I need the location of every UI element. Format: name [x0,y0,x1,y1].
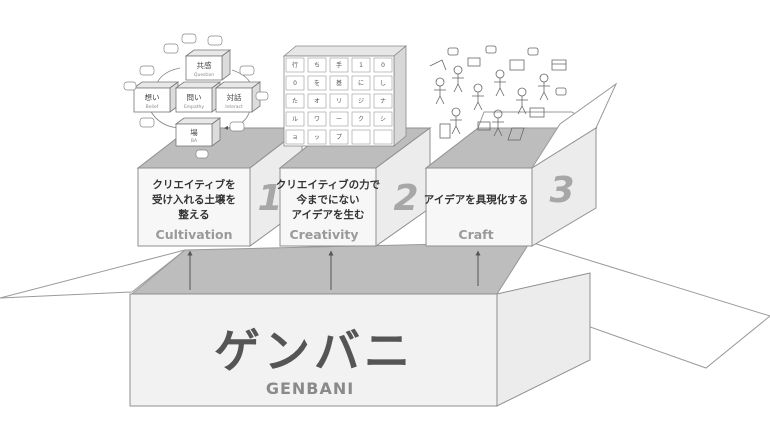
box-1-label: Cultivation [156,227,233,242]
grid-cells: 行 ち 手 1 0 0 を 基 に した オ リ ジ ナル ワ ー ク ショ ッ プ [285,57,393,145]
cycle-node-top [184,49,232,81]
box-1-line-1: クリエイティブを [152,178,235,191]
main-box-front [129,293,498,407]
grid-cell [285,129,305,145]
main-box-subtitle: GENBANI [266,379,354,398]
box-1-line-2: 受け入れる土壌を [152,193,236,206]
grid-cell [373,111,393,127]
grid-cell [373,93,393,109]
box-2-label: Creativity [289,227,358,242]
grid-cell-char: 0 [381,62,385,69]
grid-cell-char: に [358,80,364,87]
cycle-node-5-sub: BA [191,138,198,144]
grid-cell-char: 0 [293,80,297,87]
main-box: ゲンバニ GENBANI [0,241,770,407]
character-grid-cube: 行 ち 手 1 0 0 を 基 に した オ リ ジ ナル ワ ー ク ショ ッ プ [282,45,408,147]
box-2-line-1: クリエイティブの力で [276,178,381,191]
box-1-line-3: 整える [177,208,209,221]
grid-cell [373,75,393,91]
people-sketch-icon [429,45,567,141]
grid-cell [329,57,349,73]
cycle-node-1-main: 共感 [197,60,212,70]
grid-cell [307,93,327,109]
grid-cell [307,75,327,91]
grid-cell-char: 基 [336,79,342,87]
grid-cube-top [282,45,408,57]
grid-cell [285,57,305,73]
grid-cell [373,129,393,145]
grid-cell [351,93,371,109]
grid-cube-side [393,45,407,147]
cycle-node-2-main: 想い [145,92,160,102]
grid-cell [307,57,327,73]
box-1-front [137,167,251,247]
grid-cell [351,75,371,91]
cycle-node-bottom [174,117,222,147]
grid-cell [285,75,305,91]
speech-bubble-icon [123,33,269,159]
grid-cell [285,111,305,127]
cycle-node-right [214,81,262,113]
grid-cell-char: 手 [336,61,342,69]
cycle-node-5-main: 場 [190,127,198,137]
grid-cell [285,93,305,109]
grid-cell-char: ク [358,116,364,123]
cycle-node-3-sub: Empathy [184,104,204,110]
grid-cell [307,111,327,127]
cycle-diagram [123,33,269,159]
grid-cell [351,111,371,127]
grid-cell-char: シ [380,116,386,123]
cycle-node-4-sub: Interact [225,104,243,110]
cycle-node-3-main: 問い [187,93,202,102]
box-1-number: 1 [257,178,282,219]
box-2-front [279,167,377,247]
grid-cell [351,129,371,145]
box-3-line-1: アイデアを具現化する [424,193,528,206]
main-box-side [496,272,591,407]
grid-cell-char: ジ [358,98,364,105]
grid-cell-char: 1 [359,62,363,69]
box-3-front [425,167,533,247]
box-2-number: 2 [393,178,418,219]
grid-cell-char: ナ [380,98,386,105]
cycle-node-1-sub: Question [194,72,214,78]
box-3-label: Craft [458,227,493,242]
grid-cell-char: オ [314,98,320,105]
grid-cell-char: し [380,80,386,87]
box-2-line-2: 今までにない [296,193,360,206]
grid-cell [329,75,349,91]
connector-arrows [187,250,481,290]
grid-cell-char: ョ [292,134,298,141]
grid-cell-char: ル [292,116,298,123]
grid-cell-char: た [292,98,298,105]
grid-cell-char: 行 [292,61,298,69]
box-3: アイデアを具現化する Craft 3 [424,82,618,247]
grid-cell [329,93,349,109]
grid-cell-char: ッ [314,134,320,141]
grid-cell [329,129,349,145]
grid-cell [307,129,327,145]
main-box-left-flap [0,249,186,299]
cycle-node-4-main: 対話 [227,92,242,102]
main-box-right-flap [496,241,770,369]
main-box-title: ゲンバニ [214,324,414,378]
box-2-line-3: アイデアを生む [292,208,365,221]
cycle-node-2-sub: Belief [146,104,159,110]
grid-cell-char: ワ [314,116,320,123]
grid-cell-char: を [314,80,320,87]
grid-cell-char: リ [336,98,342,105]
grid-cell [329,111,349,127]
grid-cell [373,57,393,73]
grid-cell-char: ち [314,62,320,69]
box-3-number: 3 [549,170,574,211]
box-1: クリエイティブを 受け入れる土壌を 整える Cultivation 1 [136,126,304,247]
grid-cell-char: ー [336,116,342,123]
grid-cell-char: プ [336,134,342,141]
grid-cell [351,57,371,73]
cycle-node-labels: 共感 Question 想い Belief 問い Empathy 対話 Inte… [145,60,244,144]
